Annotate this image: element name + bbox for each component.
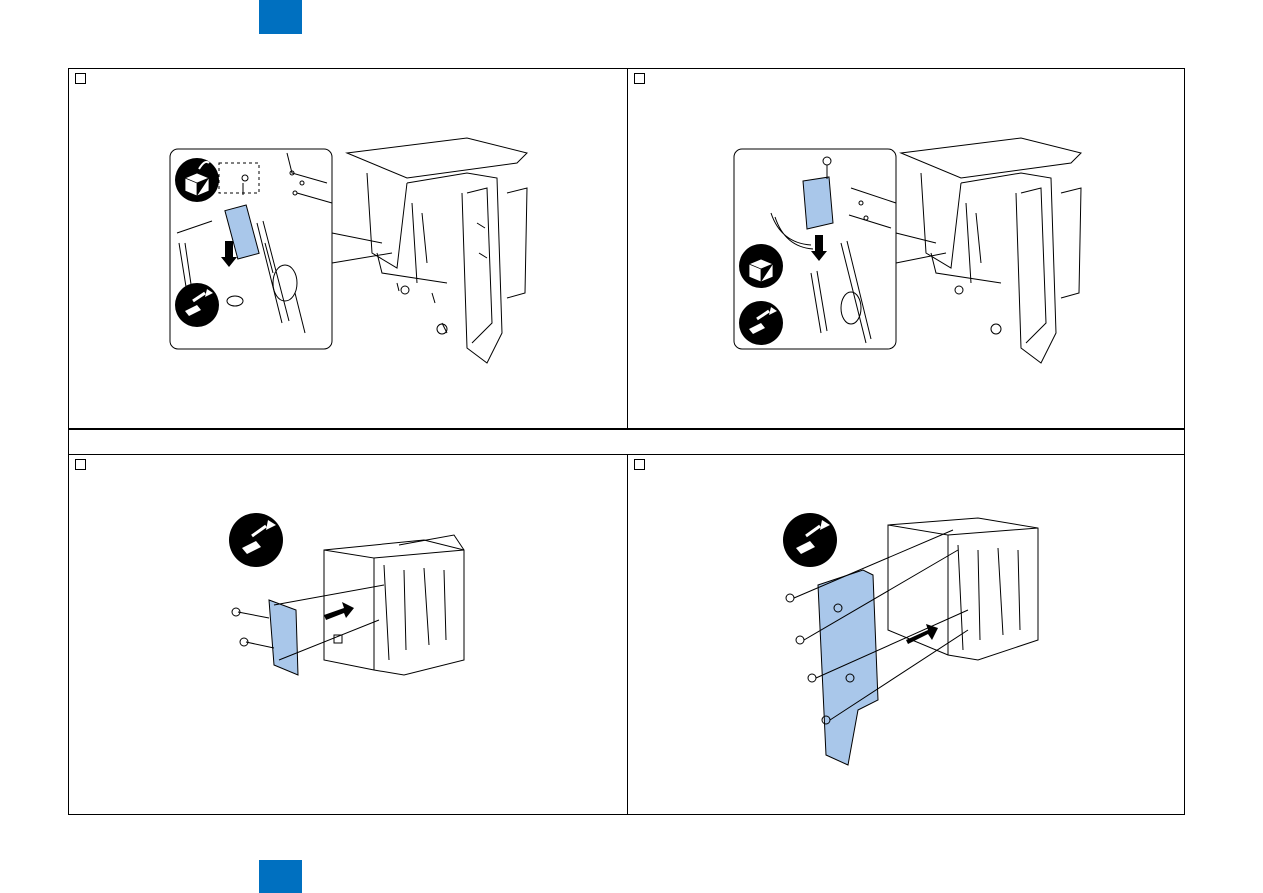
cover-install-illustration-3 — [224, 510, 484, 690]
step-checkbox-2[interactable] — [634, 73, 645, 84]
footer-section-tab — [259, 860, 302, 893]
step-checkbox-3[interactable] — [75, 459, 86, 470]
procedure-panel-3 — [69, 454, 628, 814]
screw-remove-icon — [783, 513, 837, 567]
procedure-panel-4 — [628, 454, 1184, 814]
cover-install-illustration-4 — [778, 510, 1068, 770]
step-checkbox-1[interactable] — [75, 73, 86, 84]
screw-remove-icon — [229, 513, 283, 567]
step-checkbox-4[interactable] — [634, 459, 645, 470]
bracket-removal-illustration-1 — [167, 133, 537, 363]
header-section-tab — [259, 0, 302, 34]
procedure-panel-2 — [628, 69, 1184, 430]
procedure-panel-1 — [69, 69, 628, 430]
bracket-removal-illustration-2 — [731, 133, 1101, 363]
procedure-grid — [68, 68, 1185, 815]
